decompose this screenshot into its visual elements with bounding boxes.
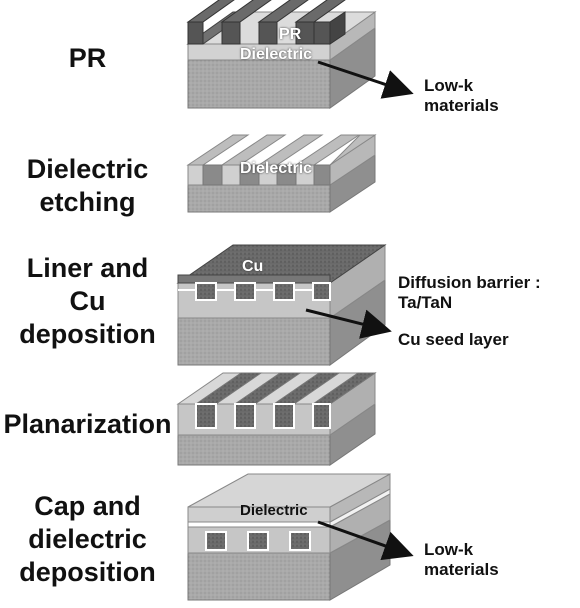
- arrow-cu-seed: [305, 308, 392, 339]
- arrow-lowk-1: [317, 60, 414, 99]
- diffusion-barrier-label: Diffusion barrier : Ta/TaN: [398, 273, 541, 312]
- pr-lines: [186, 0, 346, 45]
- step-liner-cu-label: Liner and Cu deposition: [19, 253, 156, 349]
- step-cap-dielectric-label: Cap and dielectric deposition: [19, 491, 156, 587]
- cu-layer-label: Cu: [242, 258, 264, 275]
- slab-pr: [186, 0, 377, 109]
- slab-planarized: [176, 372, 377, 466]
- lowk-materials-label-1: Low-k materials: [424, 76, 499, 115]
- cu-seed-layer-label: Cu seed layer: [398, 330, 509, 349]
- slab-capped: [187, 473, 391, 601]
- step-pr-label: PR: [68, 43, 107, 73]
- step-planarization-label: Planarization: [3, 409, 172, 439]
- step-dielectric-etching-label: Dielectric etching: [26, 154, 149, 217]
- lowk-materials-label-5: Low-k materials: [424, 540, 499, 579]
- substrate-front: [187, 59, 331, 109]
- dielectric-label-5: Dielectric: [240, 502, 308, 519]
- slab-cu: [176, 244, 387, 366]
- pr-layer-label: PR: [279, 26, 302, 43]
- slab-etched: [186, 134, 377, 213]
- arrow-lowk-5: [317, 520, 414, 561]
- dielectric-label-2: Dielectric: [240, 160, 313, 177]
- dielectric-label-1: Dielectric: [240, 46, 313, 63]
